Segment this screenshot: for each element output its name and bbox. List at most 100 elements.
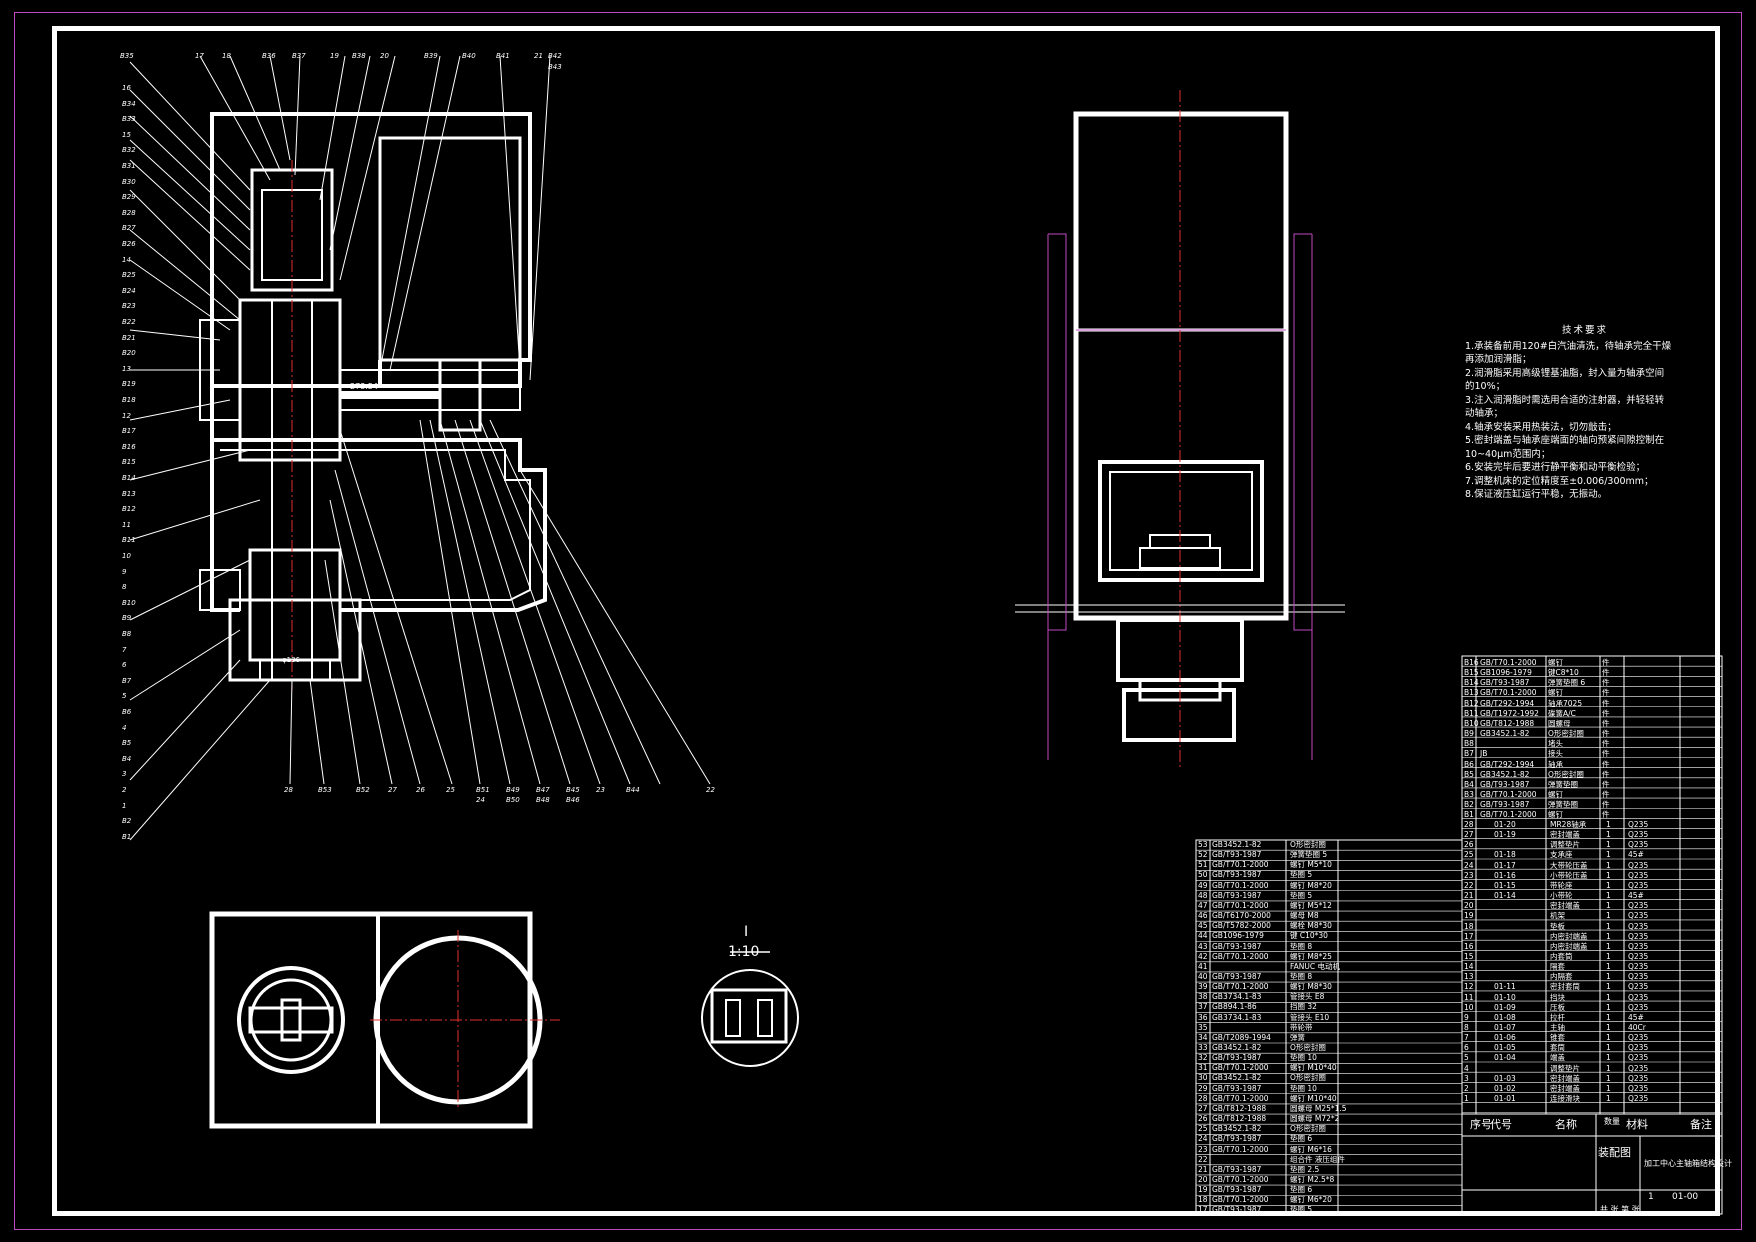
part-label-bottom: B44: [626, 786, 640, 794]
bom-qty: 1: [1606, 1043, 1611, 1053]
bom-left-code: GB/T70.1-2000: [1212, 1063, 1269, 1073]
part-label-left: B20: [122, 349, 136, 358]
bom-name: 密封端盖: [1550, 1083, 1580, 1093]
bom-upper-seq: B6: [1464, 759, 1474, 769]
bom-left-name: 螺钉 M2.5*8: [1290, 1174, 1335, 1184]
part-label-left: 15: [122, 130, 131, 139]
part-label-bottom: B50: [506, 796, 520, 804]
bom-left-name: 螺钉 M10*40: [1290, 1063, 1337, 1073]
detail-view-i: [701, 951, 799, 1067]
drawing-number: 01-00: [1672, 1192, 1699, 1202]
bom-seq: 12: [1464, 982, 1474, 992]
bom-left-code: GB/T70.1-2000: [1212, 1195, 1269, 1205]
part-label-bottom: B47: [536, 786, 550, 794]
bom-code: 01-16: [1494, 870, 1516, 880]
bom-left-code: GB/T93-1987: [1212, 1185, 1262, 1195]
bom-code: 01-04: [1494, 1053, 1516, 1063]
bom-code: 01-05: [1494, 1043, 1516, 1053]
bom-left-code: GB/T93-1987: [1212, 870, 1262, 880]
bom-upper-unit: 件: [1602, 739, 1610, 749]
tech-line: 10~40μm范围内；: [1465, 448, 1551, 460]
header-material: 材料: [1626, 1118, 1648, 1131]
bom-left-seq: 53: [1198, 840, 1208, 849]
bom-qty: 1: [1606, 850, 1611, 860]
bom-qty: 1: [1606, 1073, 1611, 1083]
part-label-left: B24: [122, 286, 136, 295]
bom-left-code: GB3452.1-82: [1212, 840, 1262, 849]
bom-material: Q235: [1628, 962, 1649, 972]
part-label-left: B19: [122, 380, 136, 389]
bom-name: MR28轴承: [1550, 820, 1587, 829]
bom-name: 调整垫片: [1550, 840, 1580, 850]
bom-left-seq: 23: [1198, 1144, 1208, 1154]
bom-upper-code: JB: [1480, 749, 1488, 759]
bom-code: 01-03: [1494, 1073, 1516, 1083]
bom-upper-unit: 件: [1602, 688, 1610, 698]
bom-name: 压板: [1550, 1002, 1565, 1012]
spindle-section-view: [199, 112, 547, 690]
bom-qty: 1: [1606, 1002, 1611, 1012]
part-label-left: 6: [122, 661, 127, 670]
bom-left-seq: 47: [1198, 900, 1208, 910]
tech-line: 动轴承；: [1465, 408, 1504, 419]
bom-left-name: 键 C10*30: [1290, 931, 1328, 941]
bom-material: Q235: [1628, 1033, 1649, 1043]
part-label-left: B17: [122, 427, 136, 436]
bom-left-name: 螺钉 M5*10: [1290, 860, 1332, 870]
bom-qty: 1: [1606, 840, 1611, 850]
bom-name: 拉杆: [1550, 1012, 1565, 1022]
part-label-bottom: 27: [388, 786, 397, 794]
part-label-left: 8: [122, 583, 127, 592]
bom-upper-name: O形密封圈: [1548, 729, 1584, 739]
bom-upper-code: GB/T70.1-2000: [1480, 688, 1537, 698]
part-label-top: 19: [330, 52, 339, 60]
bom-left-seq: 49: [1198, 880, 1208, 890]
bom-left-seq: 29: [1198, 1083, 1208, 1093]
part-label-left: B4: [122, 754, 132, 763]
part-label-top: B42: [548, 52, 562, 60]
header-code: 代号: [1490, 1118, 1512, 1131]
part-label-left: B31: [122, 162, 136, 170]
bom-left-name: 垫圈 8: [1290, 971, 1313, 981]
bom-upper-code: GB/T70.1-2000: [1480, 810, 1537, 820]
header-name: 名称: [1555, 1118, 1577, 1131]
bom-qty: 1: [1606, 891, 1611, 901]
bom-upper-unit: 件: [1602, 769, 1610, 779]
bom-left-code: GB/T93-1987: [1212, 1083, 1262, 1093]
bom-qty: 1: [1606, 951, 1611, 961]
bom-left-name: 螺母 M8: [1290, 911, 1319, 921]
part-label-left: B25: [122, 271, 136, 280]
bom-left-code: GB/T812-1988: [1212, 1103, 1267, 1113]
part-label-left: B29: [122, 193, 136, 202]
bom-code: 01-07: [1494, 1023, 1516, 1032]
bom-qty: 1: [1606, 921, 1611, 931]
part-label-left: B10: [122, 598, 136, 607]
bom-name: 支承座: [1550, 850, 1573, 860]
bom-qty: 1: [1606, 1063, 1611, 1073]
dimension-length: 278.54: [350, 382, 378, 391]
bom-left-code: GB/T70.1-2000: [1212, 1174, 1269, 1184]
bom-left-seq: 25: [1198, 1124, 1208, 1134]
bom-upper-seq: B3: [1464, 789, 1474, 799]
bom-left-name: 螺钉 M8*30: [1290, 982, 1332, 992]
bom-code: 01-08: [1494, 1012, 1516, 1022]
part-label-bottom: 28: [284, 786, 293, 794]
bom-upper-code: GB/T93-1987: [1480, 800, 1530, 810]
bom-seq: 28: [1464, 820, 1474, 829]
bom-material: Q235: [1628, 992, 1649, 1002]
bom-seq: 10: [1464, 1002, 1474, 1012]
part-label-bottom: B48: [536, 796, 550, 804]
bom-left-seq: 32: [1198, 1053, 1208, 1063]
bom-left-code: GB/T70.1-2000: [1212, 1093, 1269, 1103]
dimension-diameter: φ136: [282, 656, 300, 664]
part-label-left: 2: [122, 786, 127, 794]
bom-left-code: GB/T812-1988: [1212, 1114, 1267, 1124]
bom-left-seq: 45: [1198, 921, 1208, 931]
bom-material: Q235: [1628, 982, 1649, 992]
bom-left-name: O形密封圈: [1290, 1043, 1326, 1052]
bom-left-name: 挡圈 32: [1290, 1002, 1317, 1012]
bom-upper-unit: 件: [1602, 800, 1610, 810]
part-label-left: 14: [122, 255, 131, 264]
bom-seq: 23: [1464, 870, 1474, 880]
bom-seq: 26: [1464, 840, 1474, 850]
